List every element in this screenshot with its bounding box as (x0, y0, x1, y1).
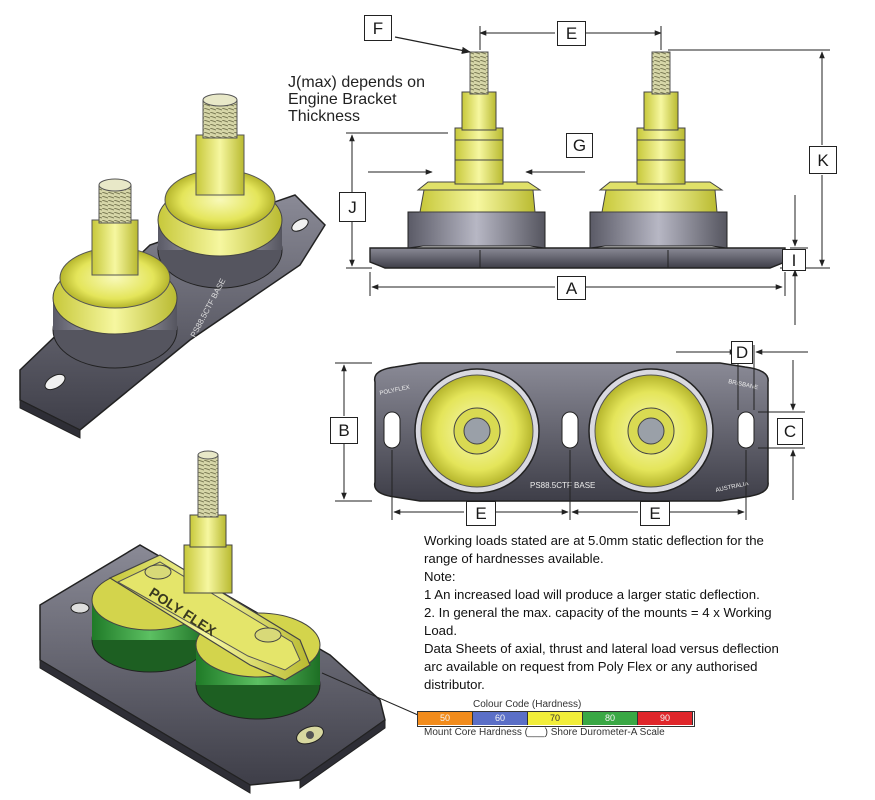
j-note-line: Thickness (288, 108, 361, 125)
note-line: Data Sheets of axial, thrust and lateral… (424, 641, 779, 656)
note-line: range of hardnesses available. (424, 551, 604, 566)
scale-frame (417, 711, 695, 727)
j-note-line: Engine Bracket (288, 91, 397, 108)
label-f: F (364, 15, 392, 41)
label-b: B (330, 417, 358, 444)
label-c: C (777, 418, 803, 445)
j-max-note: J(max) depends on Engine Bracket Thickne… (288, 74, 425, 125)
note-line: arc available on request from Poly Flex … (424, 659, 758, 674)
note-line: Load. (424, 623, 458, 638)
colour-scale-title: Colour Code (Hardness) (473, 699, 582, 710)
label-k: K (809, 146, 837, 174)
label-d: D (731, 341, 753, 364)
label-e-top: E (557, 21, 586, 46)
j-note-line: J(max) depends on (288, 74, 425, 91)
colour-scale-caption: Mount Core Hardness (___) Shore Duromete… (424, 727, 665, 738)
label-e-left: E (466, 501, 496, 526)
side-elevation (346, 26, 830, 325)
note-line: 1 An increased load will produce a large… (424, 587, 760, 602)
label-a: A (557, 276, 586, 300)
label-j: J (339, 192, 366, 222)
iso-mount-top: PS88.5CTF BASE (19, 93, 326, 439)
scale-segment-70: 70 (528, 711, 583, 725)
scale-segment-90: 90 (638, 711, 693, 725)
note-line: 2. In general the max. capacity of the m… (424, 605, 772, 620)
scale-segment-50: 50 (418, 711, 473, 725)
scale-segment-60: 60 (473, 711, 528, 725)
note-line: Note: (424, 569, 456, 584)
plan-part-code: PS88.5CTF BASE (530, 481, 595, 490)
iso-mount-bottom: POLY FLEX (39, 450, 419, 794)
plan-view: POLYFLEX BRISBANE PS88.5CTF BASE AUSTRAL… (335, 345, 808, 520)
note-line: distributor. (424, 677, 485, 692)
label-g: G (566, 133, 593, 158)
label-e-right: E (640, 501, 670, 526)
scale-segment-80: 80 (583, 711, 638, 725)
note-line: Working loads stated are at 5.0mm static… (424, 533, 764, 548)
label-i: I (782, 249, 806, 271)
